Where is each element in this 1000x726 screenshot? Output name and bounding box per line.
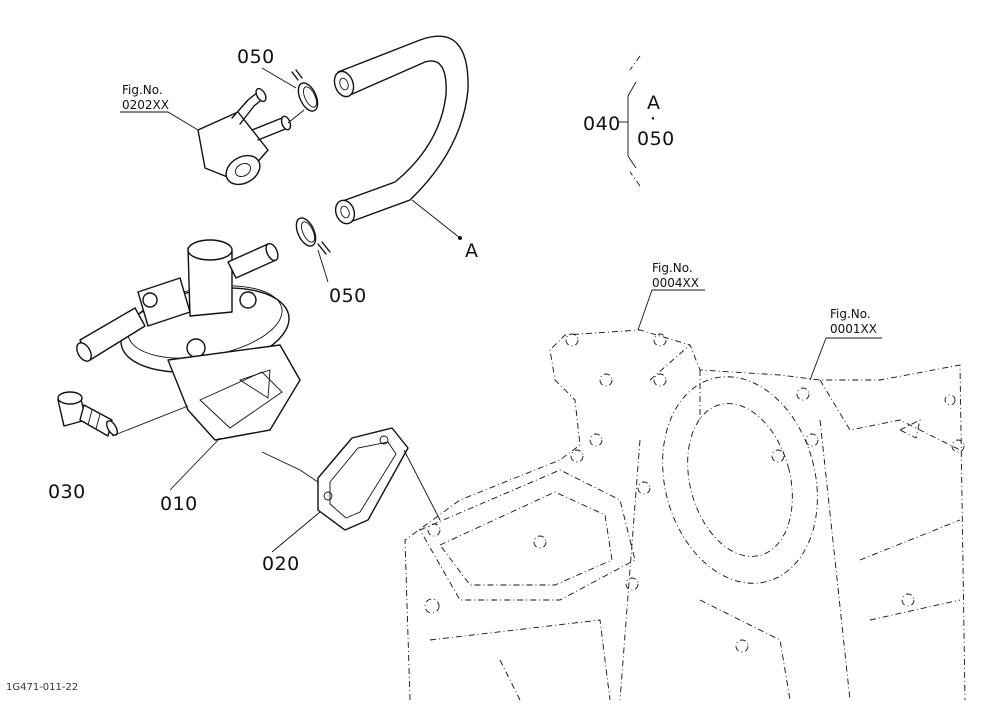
banjo-fitting — [197, 87, 305, 186]
hose-clamp-mid — [295, 217, 331, 255]
marker-dot — [458, 236, 462, 240]
hose-fitting — [57, 391, 118, 437]
part-010-label: 010 — [160, 493, 198, 515]
part-050-top-label: 050 — [237, 46, 275, 68]
legend-a: A — [647, 92, 661, 114]
legend-050: 050 — [637, 128, 675, 150]
part-040-label: 040 — [583, 113, 621, 135]
drawing-reference: 1G471-011-22 — [6, 682, 79, 693]
fig-0202-number: 0202XX — [122, 98, 169, 112]
part-050-mid-label: 050 — [329, 285, 367, 307]
fig-0001-label: Fig.No. — [830, 307, 871, 321]
engine-block — [404, 329, 966, 701]
hose-clamp-top — [291, 69, 319, 112]
marker-a-label: A — [465, 240, 479, 262]
fig-0202-label: Fig.No. — [122, 83, 163, 97]
fig-0004-number: 0004XX — [652, 276, 699, 290]
fig-0004-callout: Fig.No. 0004XX — [652, 261, 699, 291]
fuel-pump — [76, 239, 301, 441]
part-020-label: 020 — [262, 553, 300, 575]
fuel-hose — [333, 35, 469, 225]
part-030-label: 030 — [48, 481, 86, 503]
gasket — [317, 427, 409, 531]
fig-0202-callout: Fig.No. 0202XX — [122, 83, 169, 113]
leader-lines — [111, 55, 882, 553]
fig-0001-number: 0001XX — [830, 322, 877, 336]
legend-dot: · — [650, 108, 657, 130]
fig-0004-label: Fig.No. — [652, 261, 693, 275]
fig-0001-callout: Fig.No. 0001XX — [830, 307, 877, 337]
